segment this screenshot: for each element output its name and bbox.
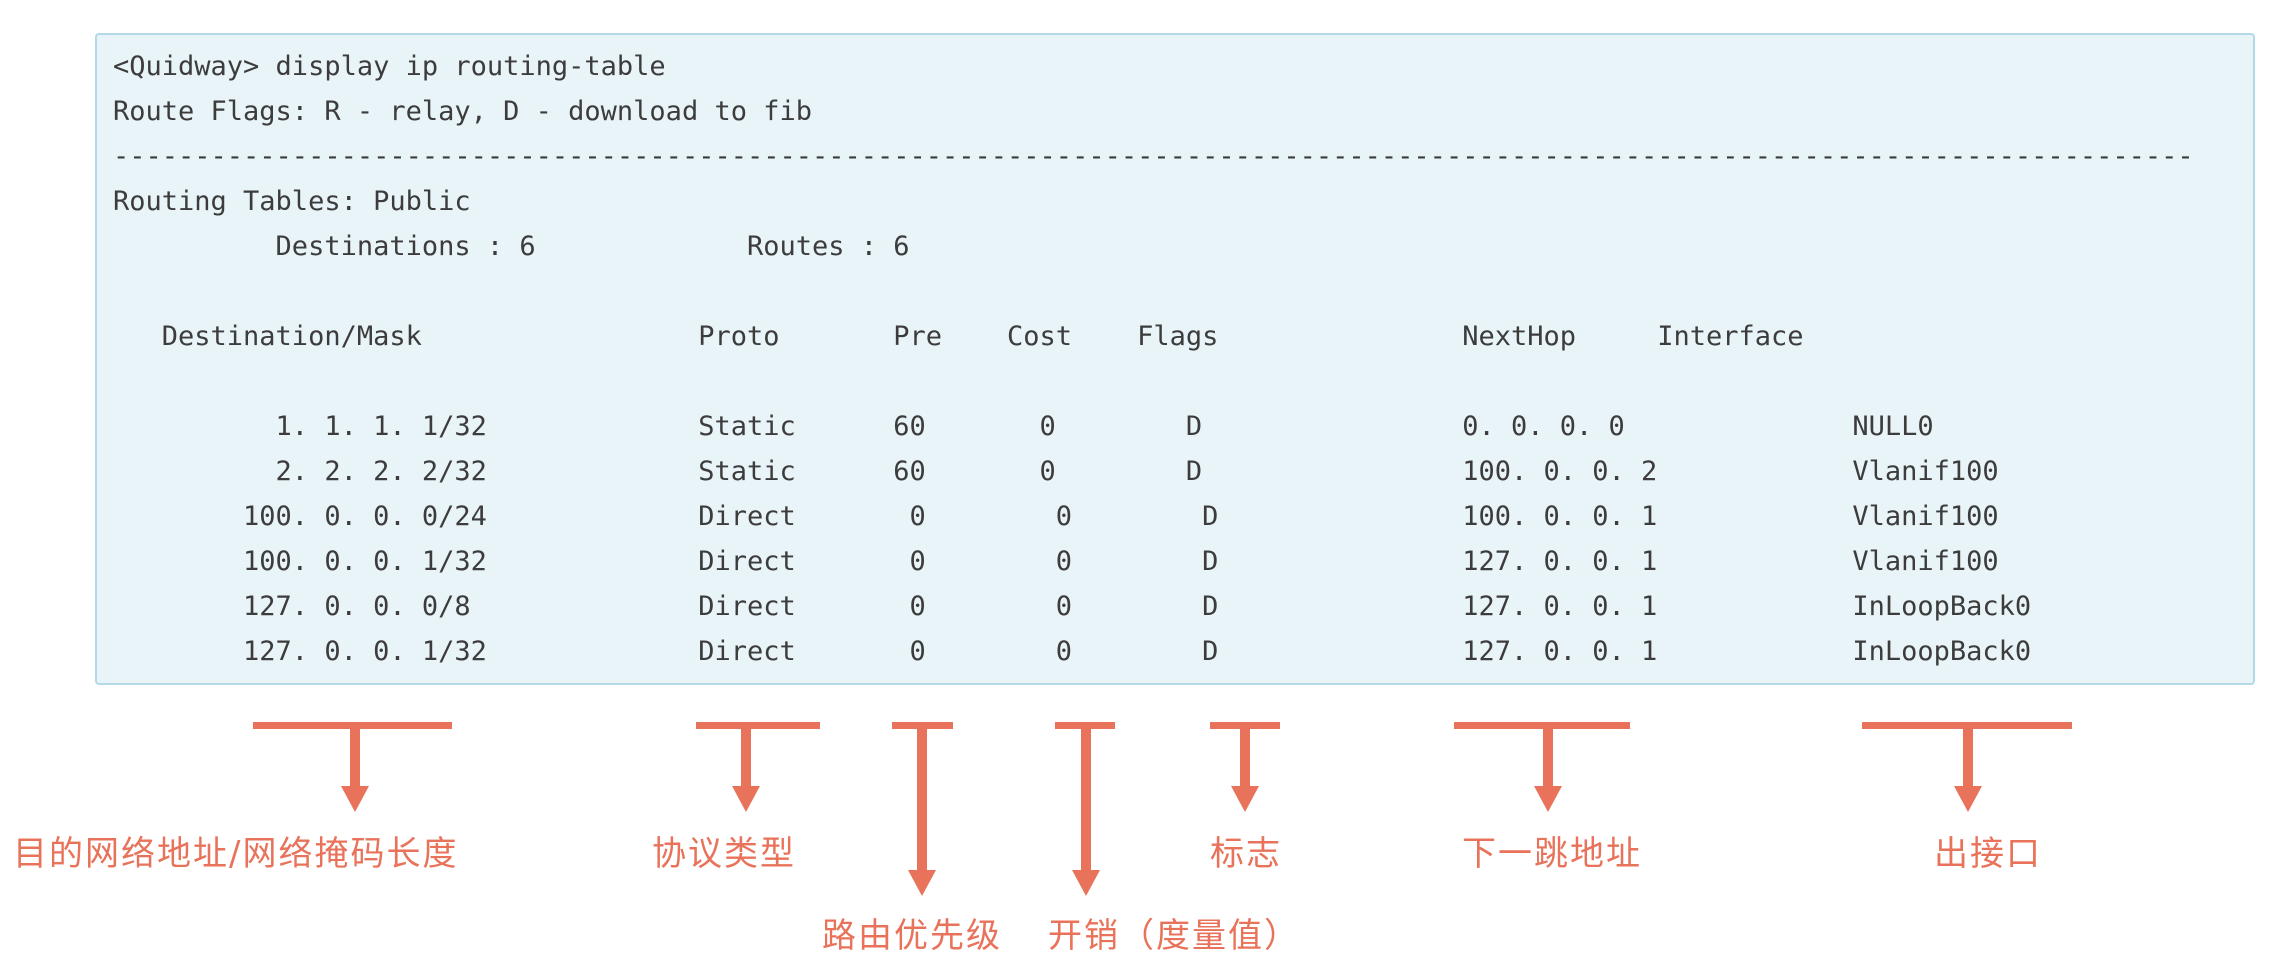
arrow-down-icon	[732, 786, 760, 812]
arrow-down-icon	[341, 786, 369, 812]
annotation-bar	[696, 722, 820, 729]
annotation-stem	[917, 725, 927, 872]
terminal-line-route-row: 2. 2. 2. 2/32 Static 60 0 D 100. 0. 0. 2…	[113, 456, 1999, 487]
arrow-down-icon	[1072, 870, 1100, 896]
terminal-line: <Quidway> display ip routing-table	[113, 51, 666, 82]
annotation-stem	[1543, 725, 1553, 788]
annotation-stem	[1240, 725, 1250, 788]
terminal-line-route-row: 127. 0. 0. 1/32 Direct 0 0 D 127. 0. 0. …	[113, 636, 2032, 667]
terminal-line-route-row: 100. 0. 0. 1/32 Direct 0 0 D 127. 0. 0. …	[113, 546, 1999, 577]
annotation-stem	[741, 725, 751, 788]
terminal-line-route-row: 1. 1. 1. 1/32 Static 60 0 D 0. 0. 0. 0 N…	[113, 411, 1934, 442]
terminal-line-route-row: 100. 0. 0. 0/24 Direct 0 0 D 100. 0. 0. …	[113, 501, 1999, 532]
annotation-label: 路由优先级	[822, 916, 1002, 956]
arrow-down-icon	[908, 870, 936, 896]
terminal-line: Routing Tables: Public	[113, 186, 471, 217]
annotation-label: 下一跳地址	[1462, 834, 1642, 874]
terminal-line-separator: ----------------------------------------…	[113, 141, 2194, 172]
terminal-line-blank	[113, 359, 2253, 404]
terminal-line: Route Flags: R - relay, D - download to …	[113, 96, 812, 127]
terminal-line-blank	[113, 269, 2253, 314]
annotation-label: 协议类型	[652, 834, 796, 874]
arrow-down-icon	[1534, 786, 1562, 812]
terminal-line-table-header: Destination/Mask Proto Pre Cost Flags Ne…	[113, 321, 1804, 352]
annotation-label: 开销（度量值）	[1048, 916, 1300, 956]
annotation-bar	[1454, 722, 1630, 729]
terminal-line: Destinations : 6 Routes : 6	[113, 231, 910, 262]
arrow-down-icon	[1231, 786, 1259, 812]
annotation-stem	[1963, 725, 1973, 788]
annotation-label: 出接口	[1934, 834, 2042, 874]
arrow-down-icon	[1954, 786, 1982, 812]
annotation-label: 标志	[1210, 834, 1282, 874]
annotation-stem	[350, 725, 360, 788]
annotation-stem	[1081, 725, 1091, 872]
terminal-line-route-row: 127. 0. 0. 0/8 Direct 0 0 D 127. 0. 0. 1…	[113, 591, 2032, 622]
annotation-label: 目的网络地址/网络掩码长度	[13, 834, 459, 874]
